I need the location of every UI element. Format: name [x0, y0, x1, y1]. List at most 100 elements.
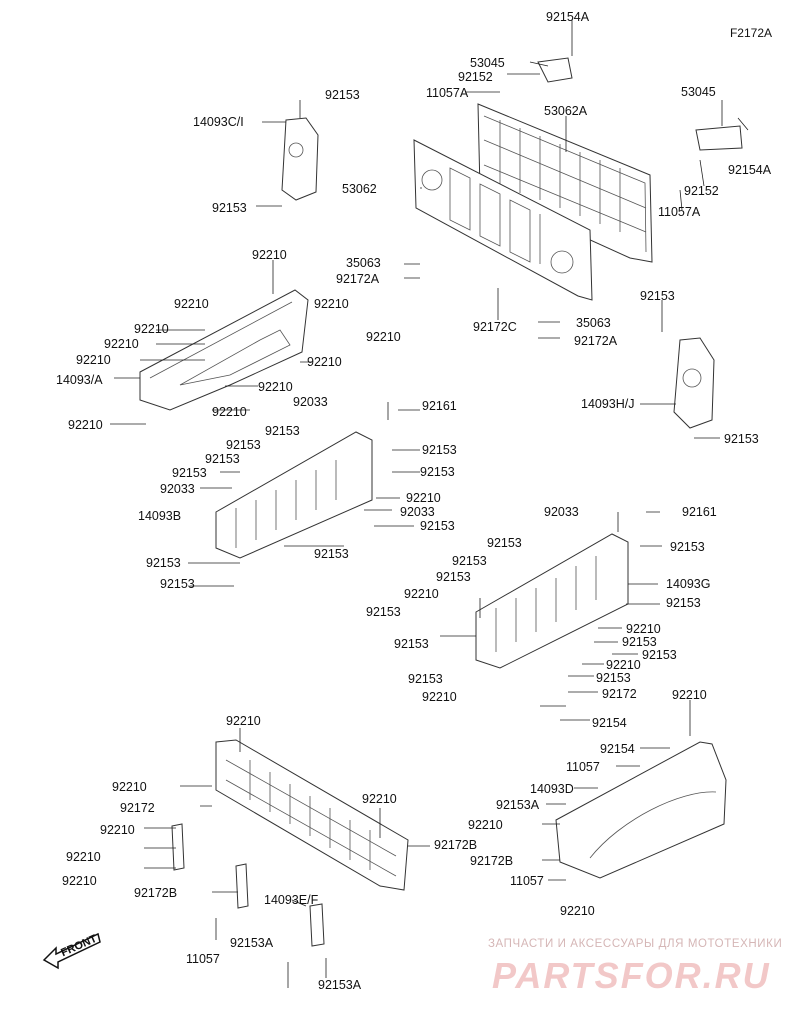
label-92153-w: 92153	[408, 672, 443, 686]
label-92172-b: 92210	[362, 792, 397, 806]
label-92210-j: 92210	[212, 405, 247, 419]
label-92210-e: 92210	[366, 330, 401, 344]
label-92210-q: 92210	[672, 688, 707, 702]
label-92172a-a: 92172A	[336, 272, 380, 286]
label-14093hj: 14093H/J	[581, 397, 635, 411]
label-92172b-a: 92210	[66, 850, 101, 864]
label-92210-k: 92210	[68, 418, 103, 432]
label-92033-a: 92033	[293, 395, 328, 409]
fender-14093ef-part	[555, 741, 727, 879]
label-53062a: 53062A	[544, 104, 588, 118]
label-92154-a: 92210	[112, 780, 147, 794]
label-92172-a: 92210	[226, 714, 261, 728]
watermark-brand: PARTSFOR.RU	[492, 955, 771, 996]
bracket-53045-left-part	[537, 57, 743, 151]
label-92210-p: 92172	[602, 687, 637, 701]
label-92210-a: 92210	[252, 248, 287, 262]
label-92153-o: 92153	[487, 536, 522, 550]
label-11057-a: 92210	[100, 823, 135, 837]
label-92210-t: 11057	[566, 760, 600, 774]
label-92153-v: 92153	[622, 635, 657, 649]
label-92154a-top: 92154A	[546, 10, 590, 24]
label-92153a-b: 11057	[186, 952, 220, 966]
label-92210-f: 92210	[104, 337, 139, 351]
label-92153-h: 92153	[205, 452, 240, 466]
label-92161-a: 92161	[422, 399, 457, 413]
label-92172b-c: 14093E/F	[264, 893, 319, 907]
label-92172c: 92172C	[473, 320, 517, 334]
frame-14093b-part	[215, 431, 373, 559]
label-92153-d: 92153	[724, 432, 759, 446]
label-92210-o: 92153	[642, 648, 677, 662]
label-92210-u: 14093D	[530, 782, 574, 796]
label-92153-b: 92153	[212, 201, 247, 215]
leader-lines	[110, 20, 749, 988]
label-92153-s: 92210	[404, 587, 439, 601]
watermark-caption: ЗАПЧАСТИ И АКСЕССУАРЫ ДЛЯ МОТОТЕХНИКИ	[488, 938, 783, 950]
label-14093a: 14093/A	[56, 373, 103, 387]
panel-53062-part	[413, 139, 593, 301]
label-92210-h: 92210	[307, 355, 342, 369]
label-92153-n: 92153	[314, 547, 349, 561]
label-92153-i: 92153	[172, 466, 207, 480]
label-92153-t: 14093G	[666, 577, 711, 591]
side-piece-14093c-part	[281, 117, 319, 201]
label-11057-b: 92153A	[230, 936, 274, 950]
label-14093ci: 14093C/I	[193, 115, 244, 129]
label-92161-b: 92161	[682, 505, 717, 519]
label-92172a-b: 92172A	[574, 334, 618, 348]
label-92153-y: 92153	[596, 671, 631, 685]
label-92153-k: 92153	[420, 519, 455, 533]
panel-53062a-part	[477, 103, 653, 263]
label-14093d: 92172B	[434, 838, 478, 852]
label-92153a-a: 92210	[62, 874, 97, 888]
label-92210-i: 92210	[258, 380, 293, 394]
side-piece-14093h-part	[673, 337, 715, 429]
label-92210-y: 11057	[510, 874, 544, 888]
label-92210-b: 92210	[174, 297, 209, 311]
label-92153-c: 92153	[640, 289, 675, 303]
label-35063-a: 35063	[346, 256, 381, 270]
label-92210-v: 92153A	[496, 798, 540, 812]
grate-14093d-part	[215, 739, 409, 891]
label-53045-top: 53045	[470, 56, 505, 70]
label-92210-w: 92210	[468, 818, 503, 832]
label-35063-b: 35063	[576, 316, 611, 330]
frame-14093g-part	[475, 533, 629, 669]
label-92210-d: 92210	[134, 322, 169, 336]
front-arrow-icon	[42, 932, 101, 970]
label-92153-j: 92153	[420, 465, 455, 479]
label-92154a-right: 92154A	[728, 163, 772, 177]
label-92033-c: 92033	[544, 505, 579, 519]
label-92153-q: 92153	[436, 570, 471, 584]
label-53062: 53062	[342, 182, 377, 196]
label-92172b-b: 92172B	[134, 886, 178, 900]
label-92033-d: 92153	[366, 605, 401, 619]
label-11057a-top: 11057A	[426, 86, 469, 100]
figure-code: F2172A	[729, 26, 772, 40]
label-92153-r: 92153	[670, 540, 705, 554]
label-92153-g: 92153	[422, 443, 457, 457]
label-14093b: 14093B	[138, 509, 182, 523]
label-92033-b: 92033	[160, 482, 195, 496]
label-92153-z: 92210	[422, 690, 457, 704]
label-92153-e: 92153	[265, 424, 300, 438]
front-arrow: FRONT	[42, 930, 102, 970]
label-92153-p: 92153	[452, 554, 487, 568]
label-92210-x: 92172B	[470, 854, 514, 868]
bracket-set-left-part	[171, 823, 325, 947]
label-92210-s: 92154	[600, 742, 635, 756]
label-92152-right: 92152	[684, 184, 719, 198]
label-92210-r: 92154	[592, 716, 627, 730]
label-92153-u: 92210	[626, 622, 661, 636]
label-92153-a: 92153	[325, 88, 360, 102]
label-92210-g: 92210	[76, 353, 111, 367]
label-92210-n: 92153	[666, 596, 701, 610]
label-92210-l: 92210	[406, 491, 441, 505]
label-14093ef: 92210	[560, 904, 595, 918]
label-92153-x: 92210	[606, 658, 641, 672]
label-92153-l: 92153	[146, 556, 181, 570]
label-92153-m: 92153	[160, 577, 195, 591]
